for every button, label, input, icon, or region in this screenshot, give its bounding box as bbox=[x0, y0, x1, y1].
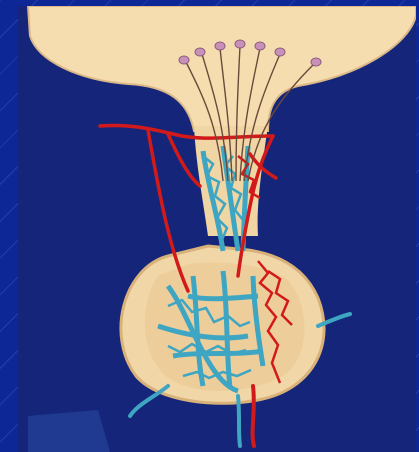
pituitary-diagram bbox=[18, 6, 416, 452]
watermark-shape bbox=[28, 410, 110, 452]
inferior-hypophyseal-artery bbox=[253, 386, 254, 446]
